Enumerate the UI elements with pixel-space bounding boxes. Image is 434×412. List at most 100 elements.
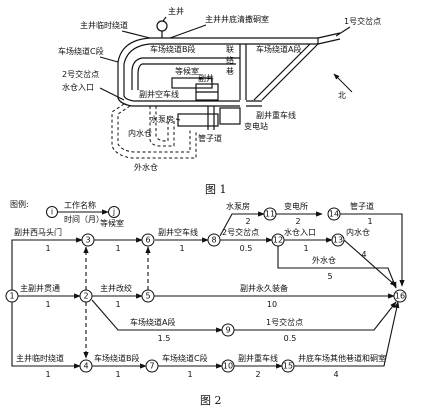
north-arrow: [333, 73, 353, 93]
svg-text:1: 1: [9, 292, 14, 301]
svg-text:络: 络: [226, 55, 234, 65]
svg-text:7: 7: [149, 362, 154, 371]
act-main-aux-connect: 主副井贯通: [20, 283, 60, 293]
svg-text:2: 2: [83, 292, 88, 301]
node-13: 13: [331, 233, 345, 247]
node-16: 16: [393, 289, 407, 303]
label-pump-room: 水泵房: [150, 114, 174, 124]
dur-inner-sump: 4: [361, 250, 366, 259]
svg-text:j: j: [112, 208, 115, 217]
bypass-c-corridor: [117, 37, 151, 107]
act-sump-entrance: 水仓入口: [284, 227, 316, 237]
pump-room-box: [177, 113, 219, 127]
act-bypass-a: 车场绕道A段: [130, 317, 175, 327]
label-bypass-c: 车场绕道C段: [58, 46, 104, 56]
legend-duration: 时间（月）: [64, 214, 104, 224]
svg-text:14: 14: [329, 210, 339, 219]
bypass-a-corridor: [150, 37, 319, 45]
network-schedule-diagram: 图例: i j 工作名称 时间（月）: [5, 199, 407, 407]
act-aux-permanent-equip: 副井永久装备: [240, 283, 288, 293]
waiting-room-box: [171, 77, 213, 89]
svg-text:5: 5: [145, 292, 150, 301]
connecting-lane: [239, 44, 247, 100]
label-north: 北: [338, 91, 346, 100]
label-aux-shaft: 副井: [198, 73, 214, 83]
node-1: 1: [5, 289, 19, 303]
node-12: 12: [271, 233, 285, 247]
svg-text:12: 12: [273, 236, 283, 245]
svg-text:4: 4: [83, 362, 88, 371]
dur-other-roadways: 4: [333, 370, 338, 379]
label-connecting-lane: 联 络 巷: [226, 45, 234, 76]
svg-text:8: 8: [211, 236, 216, 245]
dur-aux-empty-line: 1: [179, 244, 184, 253]
figure-2-caption: 图 2: [200, 394, 222, 407]
svg-text:巷: 巷: [226, 67, 234, 76]
svg-text:11: 11: [265, 210, 275, 219]
dur-main-hoist-change: 1: [115, 300, 120, 309]
act-junction-1: 1号交岔点: [266, 317, 303, 327]
dur-pump-room: 2: [245, 217, 250, 226]
svg-text:联: 联: [226, 45, 234, 54]
label-substation: 变电站: [244, 121, 268, 131]
act-aux-west-gate: 副井西马头门: [14, 227, 62, 237]
svg-text:15: 15: [283, 362, 293, 371]
outer-sump-loop: [111, 103, 197, 159]
act-main-hoist-change: 主井改绞: [100, 283, 132, 293]
label-bypass-b: 车场绕道B段: [150, 44, 196, 54]
dur-junction-1: 0.5: [284, 334, 297, 343]
dur-waiting-room: 1: [115, 244, 120, 253]
node-8: 8: [207, 233, 221, 247]
node-5: 5: [141, 289, 155, 303]
label-main-bottom-cleanup: 主井井底清撒硐室: [205, 14, 269, 24]
dur-aux-west-gate: 1: [45, 244, 50, 253]
act-aux-heavy-line: 副井重车线: [238, 353, 278, 363]
act-junction-2: 2号交岔点: [222, 227, 259, 237]
pipe-lane-corridor: [207, 106, 215, 130]
label-sump-entrance: 水仓入口: [62, 82, 94, 92]
svg-text:6: 6: [145, 236, 150, 245]
node-14: 14: [327, 207, 341, 221]
mine-layout-plan: 主井 主井临时绕道 主井井底清撒硐室 1号交岔点 车场绕道B段 车场绕道A段 车…: [58, 6, 381, 196]
act-pump-room: 水泵房: [226, 201, 250, 211]
dur-bypass-a: 1.5: [158, 334, 171, 343]
dur-main-aux-connect: 1: [45, 300, 50, 309]
dur-sump-entrance: 1: [303, 244, 308, 253]
act-waiting-room: 等候室: [100, 218, 124, 228]
dur-main-temp-bypass: 1: [45, 370, 50, 379]
substation-box: [219, 107, 241, 125]
label-main-shaft: 主井: [168, 6, 184, 16]
label-pipe-lane: 管子道: [198, 133, 222, 143]
label-junction-2: 2号交岔点: [62, 69, 99, 79]
label-junction-1: 1号交岔点: [344, 16, 381, 26]
svg-text:i: i: [51, 208, 53, 217]
act-other-roadways: 井底车场其他巷道和硐室: [298, 353, 386, 363]
act-main-temp-bypass: 主井临时绕道: [16, 353, 64, 363]
node-7: 7: [145, 359, 159, 373]
dur-substation: 2: [295, 217, 300, 226]
node-11: 11: [263, 207, 277, 221]
label-aux-empty-line: 副井空车线: [139, 89, 179, 99]
act-pipe-lane: 管子道: [350, 201, 374, 211]
label-bypass-a: 车场绕道A段: [256, 44, 301, 54]
svg-text:16: 16: [395, 292, 405, 301]
dur-junction-2: 0.5: [240, 244, 253, 253]
label-outer-sump: 外水仓: [134, 162, 158, 172]
act-aux-empty-line: 副井空车线: [158, 227, 198, 237]
svg-text:10: 10: [223, 362, 233, 371]
node-4: 4: [79, 359, 93, 373]
inner-sump-loop: [149, 106, 175, 147]
svg-text:9: 9: [225, 326, 230, 335]
legend-node-i: i: [46, 206, 58, 218]
dur-outer-sump: 5: [327, 272, 332, 281]
node-15: 15: [281, 359, 295, 373]
act-bypass-c: 车场绕道C段: [162, 353, 208, 363]
main-shaft-circle: [156, 20, 168, 32]
dur-pipe-lane: 1: [367, 217, 372, 226]
dur-bypass-b: 1: [115, 370, 120, 379]
act-outer-sump: 外水仓: [312, 255, 336, 265]
node-9: 9: [221, 323, 235, 337]
label-main-temp-bypass: 主井临时绕道: [80, 20, 128, 30]
figure-1-caption: 图 1: [205, 183, 227, 196]
